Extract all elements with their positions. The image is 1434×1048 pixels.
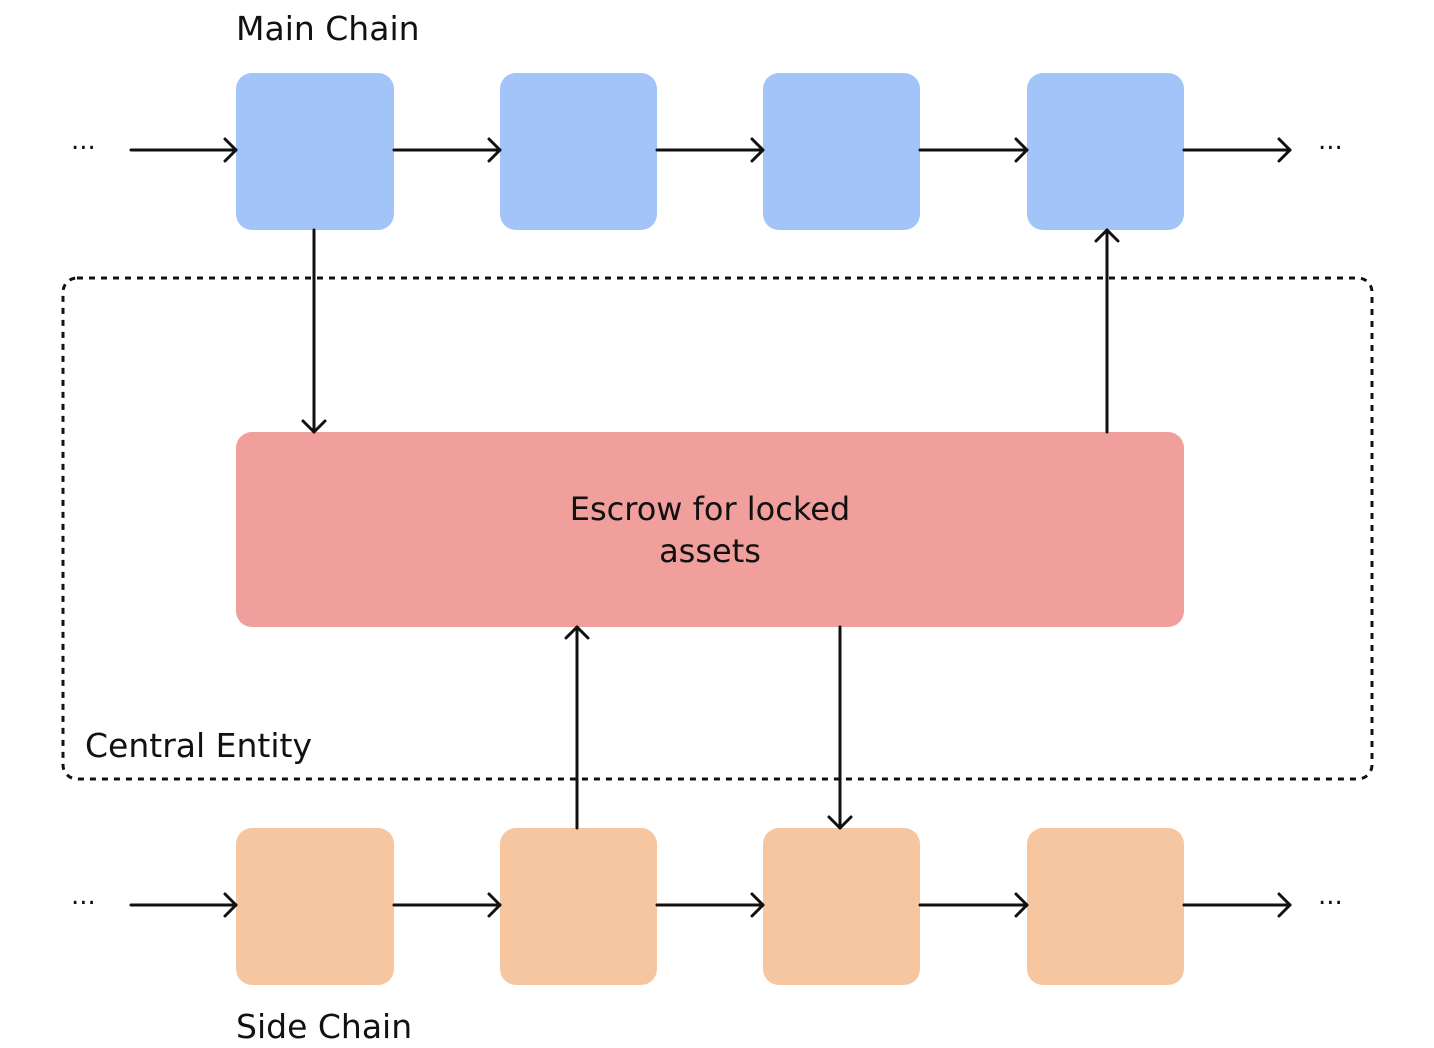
main-chain-arrow-1-2 xyxy=(392,137,502,163)
escrow-label: Escrow for locked assets xyxy=(569,489,851,570)
side-chain-block-1 xyxy=(236,828,394,985)
main-chain-arrow-3-4 xyxy=(918,137,1029,163)
side-chain-block-2 xyxy=(500,828,657,985)
main-chain-continuation-right: ... xyxy=(1318,126,1343,156)
main-chain-block-1 xyxy=(236,73,394,230)
side-chain-arrow-2-3 xyxy=(655,892,765,918)
main-chain-block-3 xyxy=(763,73,920,230)
central-entity-label: Central Entity xyxy=(85,726,312,765)
lock-arrow-main-to-escrow xyxy=(301,228,327,434)
side-chain-block-4 xyxy=(1027,828,1184,985)
side-chain-continuation-right: ... xyxy=(1318,881,1343,911)
side-chain-block-3 xyxy=(763,828,920,985)
main-chain-arrow-out xyxy=(1182,137,1292,163)
side-chain-arrow-1-2 xyxy=(392,892,502,918)
main-chain-block-2 xyxy=(500,73,657,230)
main-chain-label: Main Chain xyxy=(236,9,420,48)
main-chain-continuation-left: ... xyxy=(71,126,96,156)
side-chain-continuation-left: ... xyxy=(71,881,96,911)
lock-arrow-side-to-escrow xyxy=(564,625,590,830)
main-chain-arrow-in xyxy=(129,137,238,163)
side-chain-arrow-out xyxy=(1182,892,1292,918)
central-entity-boundary xyxy=(61,276,1374,781)
escrow-box xyxy=(236,432,1184,627)
release-arrow-escrow-to-main xyxy=(1094,228,1120,434)
side-chain-arrow-in xyxy=(129,892,238,918)
side-chain-label: Side Chain xyxy=(236,1007,413,1046)
main-chain-arrow-2-3 xyxy=(655,137,765,163)
main-chain-block-4 xyxy=(1027,73,1184,230)
release-arrow-escrow-to-side xyxy=(827,625,853,830)
side-chain-arrow-3-4 xyxy=(918,892,1029,918)
